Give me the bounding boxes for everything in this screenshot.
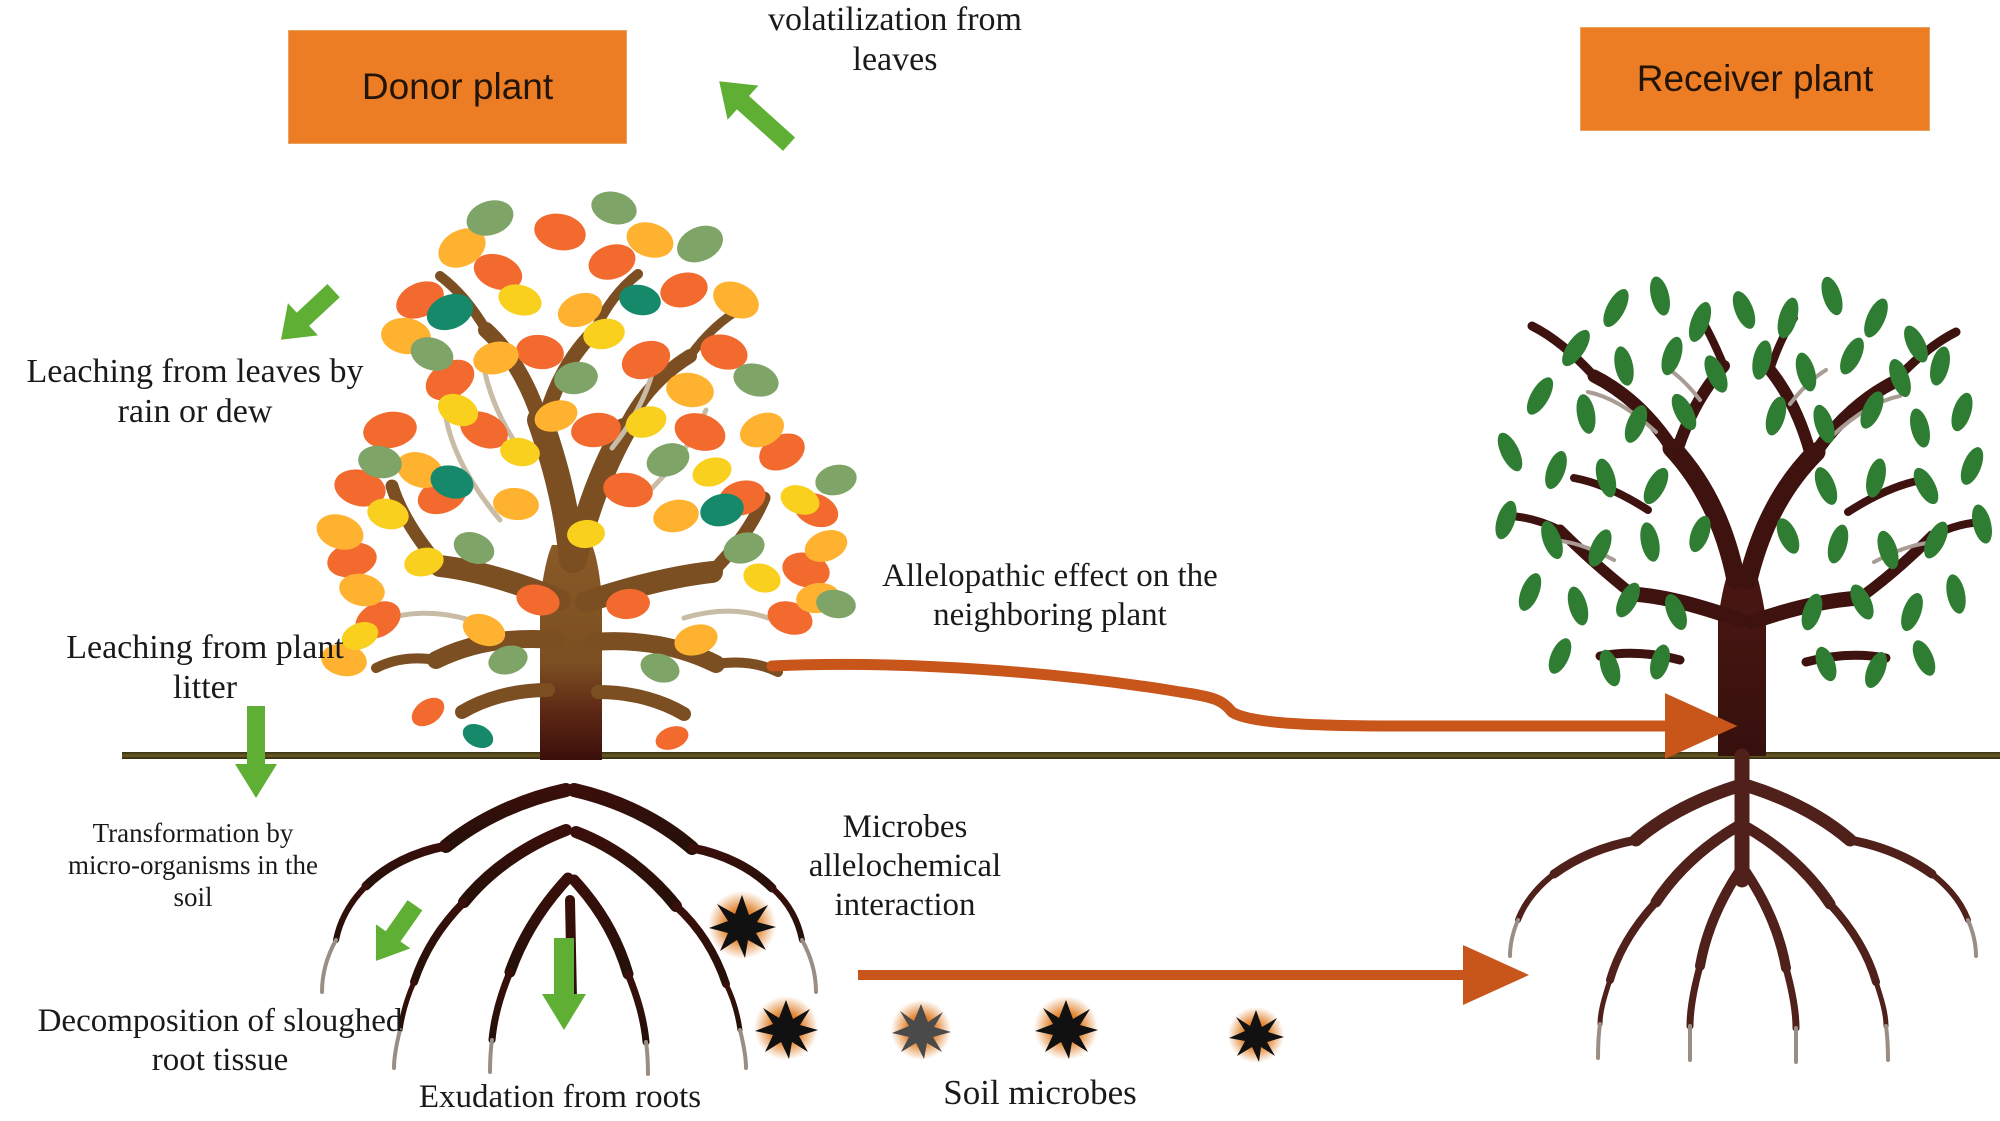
arrow-leaching-leaves-icon: [280, 284, 340, 340]
transformation-label: Transformation by micro-organisms in the…: [68, 818, 318, 912]
receiver-canopy-leaves: [1495, 276, 1992, 688]
soil-microbes-label: Soil microbes: [943, 1073, 1137, 1112]
arrow-allelopathic-effect-icon: [766, 658, 1738, 759]
donor-tree: [316, 191, 857, 1076]
volatilization-label: volatilization from leaves: [768, 1, 1022, 79]
receiver-roots: [1515, 748, 1971, 1032]
donor-canopy-leaves: [316, 191, 857, 683]
decomposition-label: Decomposition of sloughed root tissue: [37, 1003, 403, 1078]
leaching-leaves-label: Leaching from leaves by rain or dew: [26, 353, 364, 431]
exudation-label: Exudation from roots: [418, 1079, 702, 1115]
receiver-tree: [1495, 276, 1992, 1064]
arrow-decomposition-icon: [375, 900, 423, 961]
falling-leaves: [411, 697, 689, 750]
arrow-exudation-icon: [542, 938, 586, 1030]
donor-plant-box: Donor plant: [288, 30, 627, 144]
receiver-plant-label: Receiver plant: [1636, 58, 1874, 99]
microbes-interaction-label: Microbes allelochemical interaction: [808, 809, 1002, 923]
donor-plant-label: Donor plant: [361, 66, 554, 107]
allelopathic-effect-label: Allelopathic effect on the neighboring p…: [882, 558, 1218, 633]
leaching-litter-label: Leaching from plant litter: [66, 629, 344, 707]
soil-surface-line: [122, 752, 2000, 759]
receiver-plant-box: Receiver plant: [1580, 27, 1930, 131]
